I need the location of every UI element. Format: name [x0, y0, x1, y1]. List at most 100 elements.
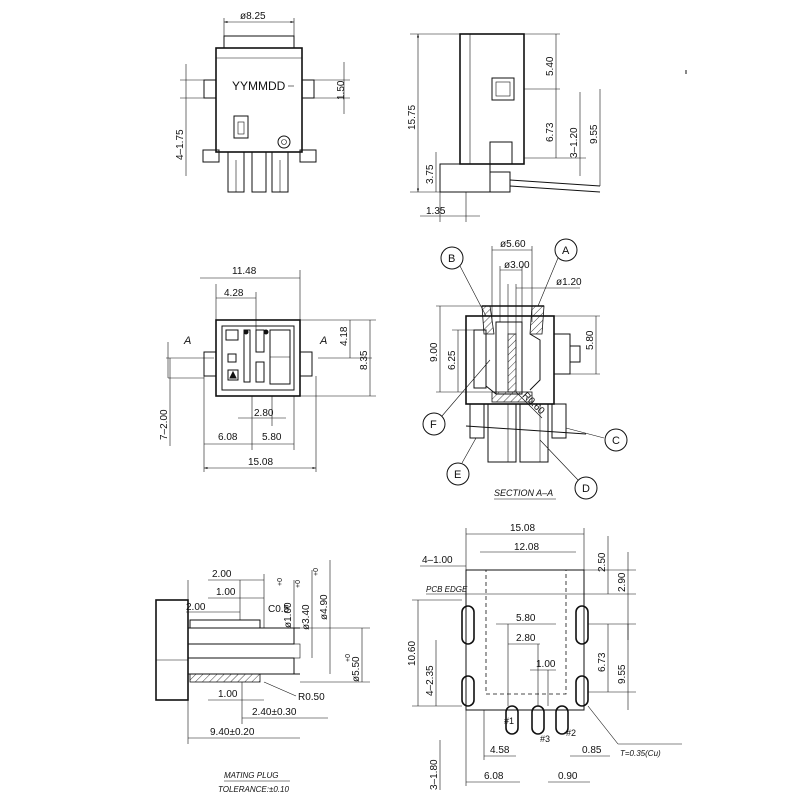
dim-label: ø5.50: [351, 656, 362, 682]
dim-label: 1.00: [536, 659, 556, 670]
top-tab-right: [299, 351, 313, 377]
callout-c: [604, 428, 628, 452]
pcb-slot: [461, 605, 475, 645]
section-board: [465, 425, 587, 435]
section-center-pin: [507, 333, 517, 393]
dim-label: 9.55: [589, 124, 600, 144]
section-contact: [485, 334, 497, 395]
side-base: [439, 163, 491, 193]
leader-line: [587, 705, 619, 745]
leader-line: [515, 391, 543, 419]
dim-label: 9.00: [429, 342, 440, 362]
dim-label: ø5.60: [500, 239, 526, 250]
plug-top-band: [189, 619, 261, 629]
front-window-inner: [237, 121, 245, 135]
top-view: A A 11.48 4.28 4.18 8.35 7–2.00 2.80 6.0…: [159, 266, 376, 472]
pad-label: #3: [540, 734, 550, 744]
pcb-edge-label: PCB EDGE: [426, 585, 468, 594]
dim-label: ø1.20: [556, 277, 582, 288]
dim-label: 7–2.00: [159, 409, 170, 440]
top-slot: [225, 329, 239, 341]
section-title: SECTION A–A: [494, 488, 553, 498]
dim-label: 11.48: [232, 266, 257, 277]
top-pin: [255, 329, 265, 353]
logo-icon-inner: [281, 139, 287, 145]
pin-dot: [243, 329, 249, 335]
plug-title: MATING PLUG: [224, 771, 279, 780]
plug-tolerance: TOLERANCE:±0.10: [218, 785, 289, 794]
top-square: [227, 353, 237, 363]
dim-label: 10.60: [407, 641, 418, 666]
front-body: [215, 47, 303, 153]
dim-label: 3–1.80: [429, 759, 440, 790]
callout-label: A: [562, 245, 570, 257]
top-tab-left: [203, 351, 217, 377]
dim-label: 15.08: [248, 457, 273, 468]
triangle-icon: [229, 370, 237, 379]
side-view: 15.75 5.40 6.73 3–1.20 9.55 3.75 1.35: [407, 33, 687, 222]
dim-label: 2.40±0.30: [252, 707, 297, 718]
dim-label: 2.90: [617, 572, 628, 592]
pcb-slot: [575, 605, 589, 645]
pcb-slot: [575, 675, 589, 707]
side-latch-inner: [495, 81, 511, 97]
pcb-pad-2: [555, 705, 569, 735]
top-inner: [221, 325, 295, 391]
section-leg: [551, 403, 567, 439]
leader-line: [539, 439, 579, 481]
section-leg: [487, 403, 517, 463]
callout-d: [574, 476, 598, 500]
dim-label: 0.85: [582, 745, 602, 756]
leader-line: [263, 681, 297, 697]
plug-handle: [155, 599, 189, 701]
front-window: [233, 115, 249, 139]
front-tab-right: [301, 79, 315, 99]
dim-label: 2.80: [516, 633, 536, 644]
pcb-pad-1: [505, 705, 519, 735]
section-contact: [529, 333, 541, 391]
section-mark-left: A: [183, 335, 191, 347]
dim-label: 15.08: [510, 523, 535, 534]
leader-line: [459, 265, 487, 317]
side-tab: [489, 141, 513, 165]
section-base-hatch: [491, 391, 533, 403]
plug-body-upper: [187, 627, 295, 645]
dim-label: 3–1.20: [569, 127, 580, 158]
dim-label: 5.80: [262, 432, 282, 443]
callout-label: B: [448, 253, 455, 265]
dim-label: 1.00: [216, 587, 236, 598]
dim-label: 4.18: [339, 326, 350, 346]
dim-label: 1.50: [336, 80, 347, 100]
section-view: ø5.60 ø3.00 ø1.20 9.00 6.25 5.80 R0.60 B…: [422, 238, 628, 500]
front-lower-tab-left: [202, 149, 220, 163]
dim-label: 4–1.00: [422, 555, 453, 566]
front-view: YYMMDD ø8.25 1.50 4–1.75: [175, 11, 350, 193]
dim-label: 12.08: [514, 542, 539, 553]
pcb-view: #1 #3 #2 15.08 12.08 4–1.00 PCB EDGE 5.8…: [407, 523, 682, 790]
top-square: [227, 369, 239, 381]
dim-label: 2.80: [254, 408, 274, 419]
dim-label: 6.73: [597, 652, 608, 672]
callout-a: [554, 238, 578, 262]
dim-label: ø8.25: [240, 11, 266, 22]
leader-line: [537, 257, 559, 307]
plug-view: 2.00 2.00 1.00 C0.5 ø1.00 +0 ø3.40 +0 ø4…: [155, 560, 370, 794]
section-mark-right: A: [319, 335, 327, 347]
dim-label: C0.5: [268, 604, 290, 615]
dim-label: 6.73: [545, 122, 556, 142]
dim-label: 4–2.35: [425, 665, 436, 696]
dim-label: 0.90: [558, 771, 578, 782]
dim-label: 5.40: [545, 56, 556, 76]
dim-label: 3.75: [425, 164, 436, 184]
thickness-note: T=0.35(Cu): [620, 749, 661, 758]
dim-label: 4.58: [490, 745, 510, 756]
dim-label: 9.40±0.20: [210, 727, 255, 738]
front-leg-2: [251, 151, 267, 193]
dim-label: 5.80: [585, 330, 596, 350]
date-code-marking: YYMMDD: [232, 79, 286, 93]
top-pin: [255, 361, 265, 383]
dim-label: 4.28: [224, 288, 244, 299]
side-foot: [489, 171, 511, 193]
dim-tolerance: +0: [295, 580, 302, 588]
